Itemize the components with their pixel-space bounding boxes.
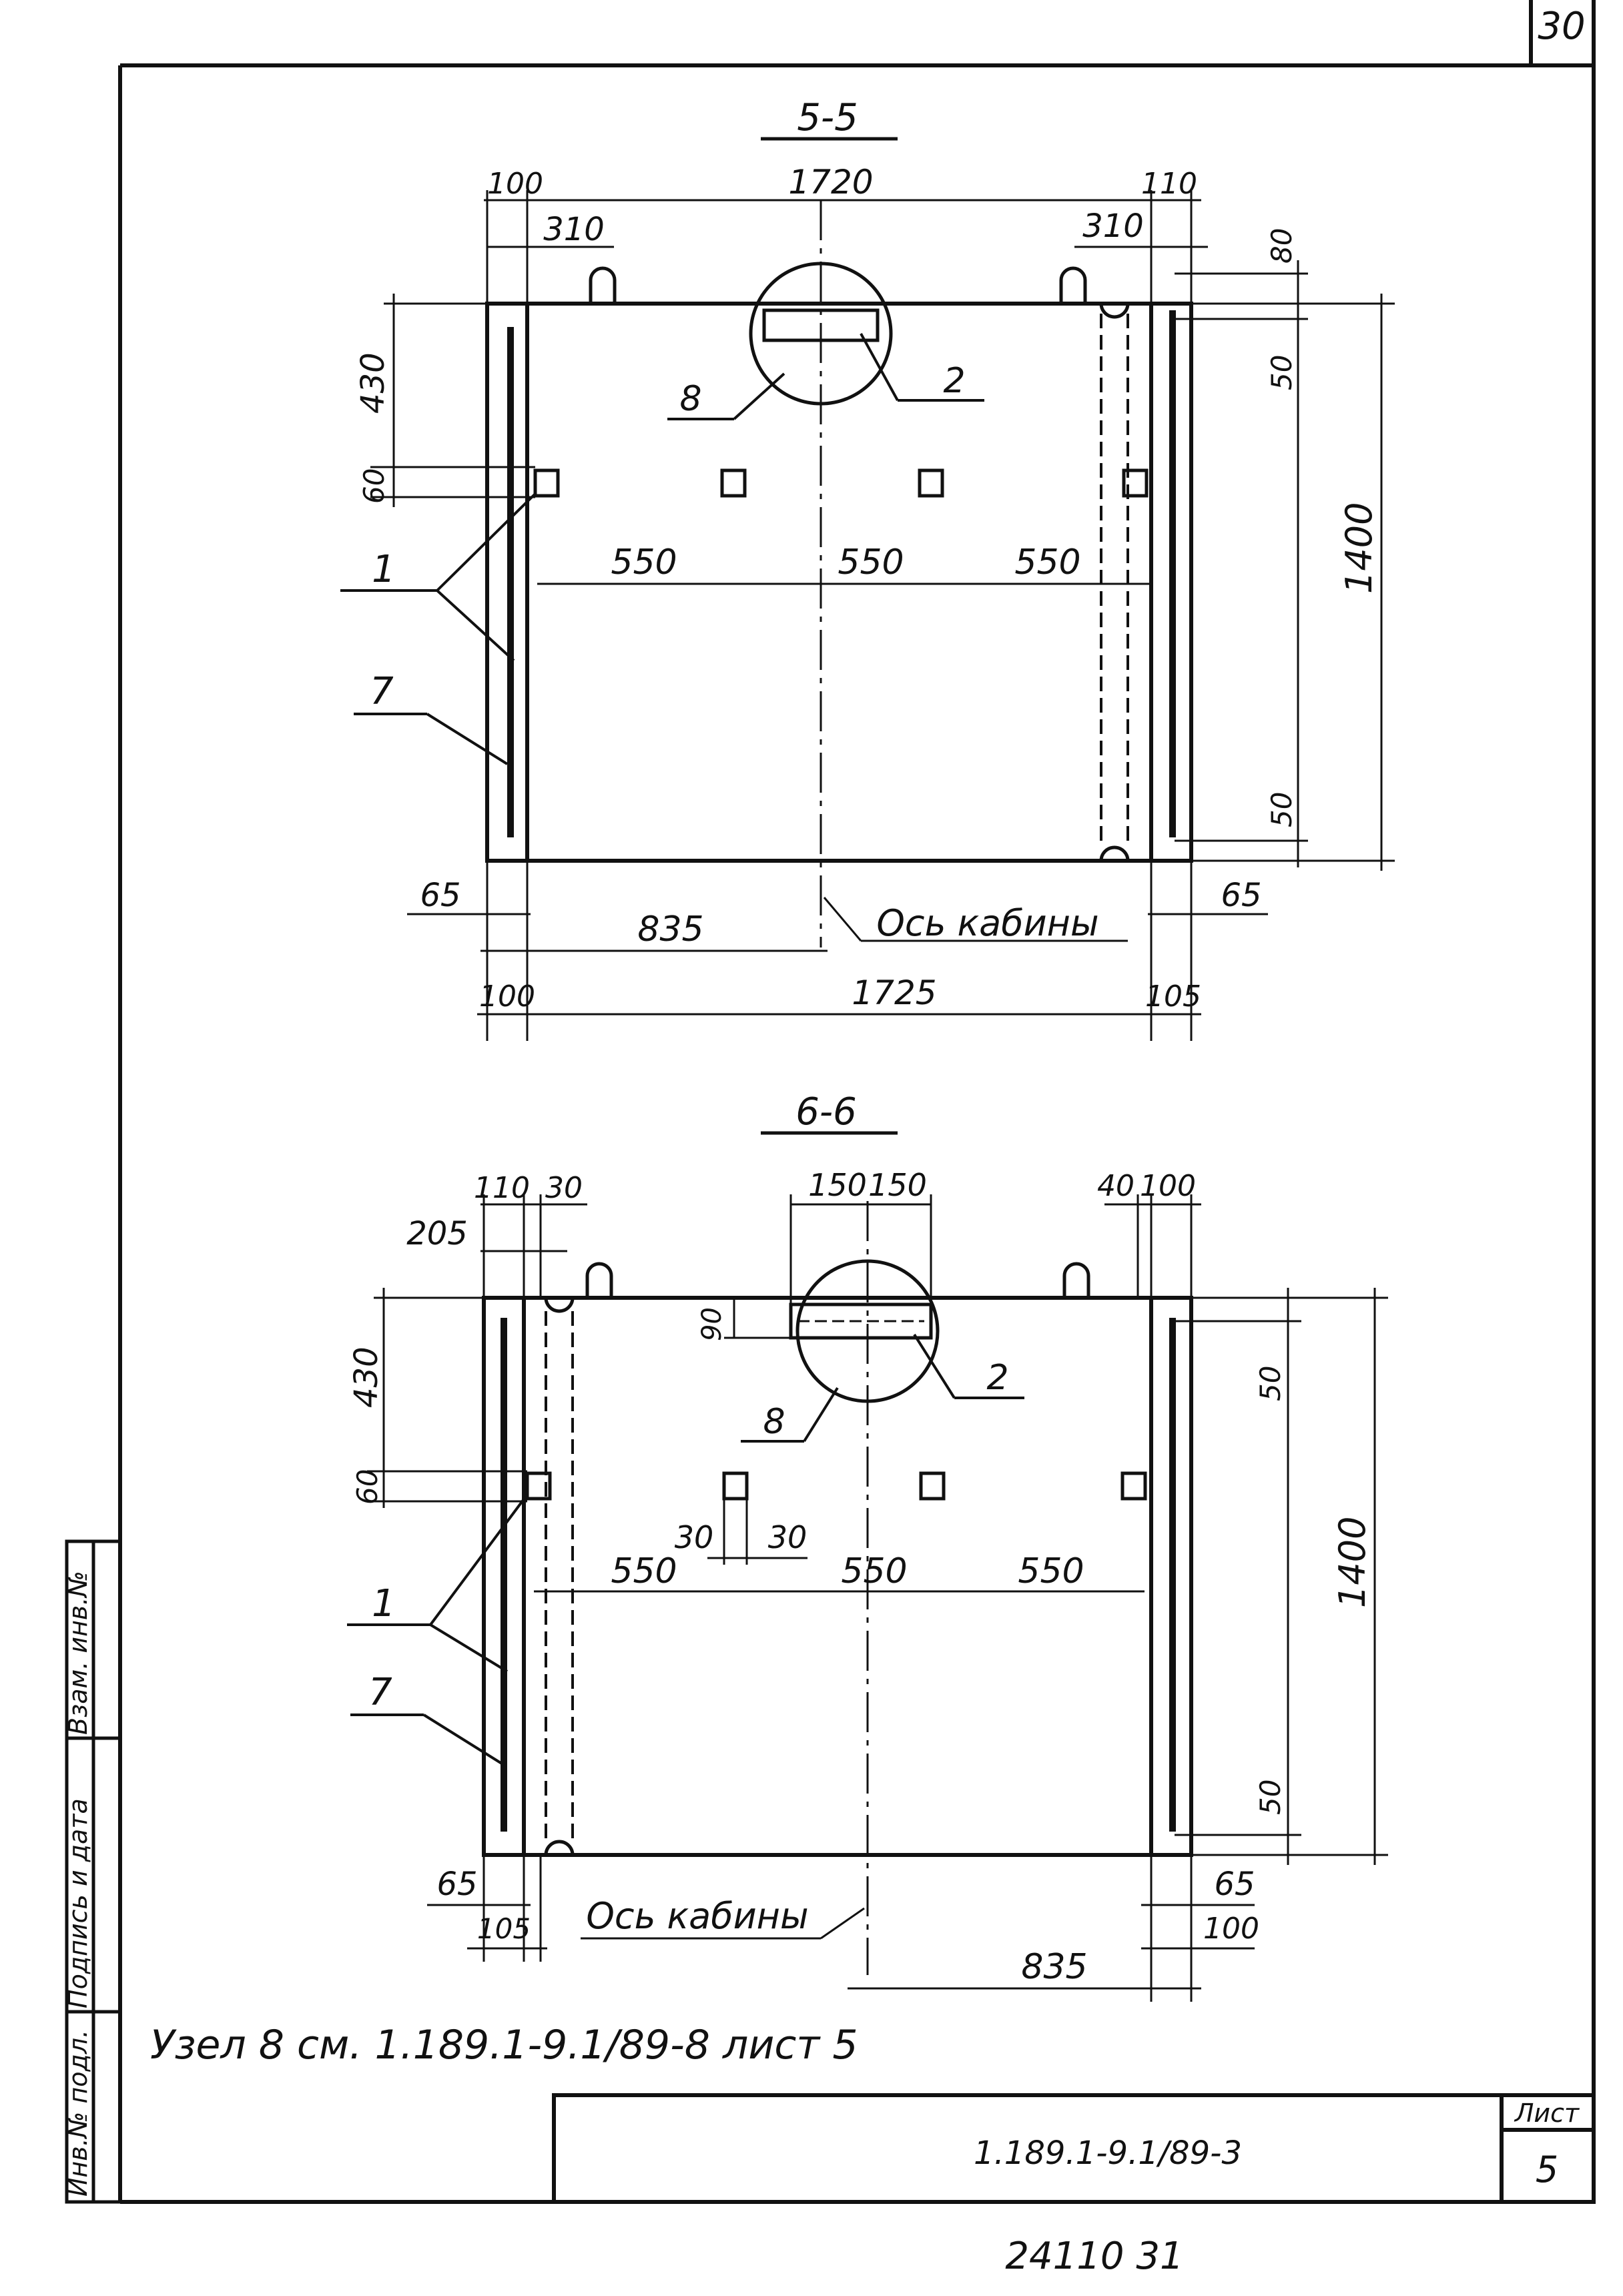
bottom-number: 24110 31 (1005, 2235, 1183, 2278)
dim-50-bottom: 50 (1254, 1780, 1287, 1815)
dim-40: 40 (1097, 1169, 1134, 1203)
dim-550-a: 550 (611, 542, 677, 583)
right-dimension-lines (1175, 1288, 1388, 1865)
dim-100: 100 (1140, 1169, 1196, 1203)
dim-310-right: 310 (1082, 208, 1144, 245)
right-dimension-lines (1175, 260, 1395, 871)
bottom-dimension-lines (407, 861, 1268, 1041)
callout-1: 1 (372, 1582, 396, 1625)
dim-550-a: 550 (611, 1551, 677, 1591)
dim-1720: 1720 (788, 163, 873, 202)
embedded-plates (533, 468, 1149, 498)
callout-leaders (340, 333, 984, 765)
title-sheet-number: 5 (1536, 2149, 1558, 2191)
callout-1: 1 (372, 548, 396, 591)
title-sheet-label: Лист (1514, 2098, 1580, 2128)
dim-150-a: 150 (808, 1167, 867, 1203)
dim-65-left: 65 (436, 1866, 477, 1903)
dim-310-left: 310 (543, 211, 605, 248)
dim-1400: 1400 (1331, 1517, 1373, 1608)
axis-label: Ось кабины (586, 1895, 808, 1937)
dim-100: 100 (487, 167, 543, 201)
hidden-channel (545, 1311, 574, 1842)
dim-50-top: 50 (1254, 1366, 1287, 1401)
dim-550-b: 550 (841, 1551, 907, 1591)
dim-1725: 1725 (852, 974, 936, 1012)
side-label-replacement: Взам. инв.№ (63, 1571, 93, 1735)
bottom-dimension-lines (427, 1855, 1255, 2002)
dim-50-top: 50 (1265, 355, 1298, 390)
dim-105: 105 (477, 1912, 531, 1945)
callout-7: 7 (368, 1671, 392, 1714)
lifting-loop-right (1059, 266, 1087, 304)
callout-8: 8 (763, 1402, 785, 1442)
lifting-loop-right (1062, 1262, 1090, 1298)
dim-60: 60 (358, 468, 390, 504)
dim-30-b: 30 (768, 1519, 807, 1555)
dim-65-right: 65 (1214, 1866, 1255, 1903)
mid-dimension-lines (534, 1499, 1145, 1593)
dim-30: 30 (545, 1171, 583, 1205)
dim-50-bottom: 50 (1265, 792, 1298, 827)
title-block (552, 2093, 1596, 2204)
dim-105: 105 (1145, 980, 1201, 1014)
side-label-signature: Подпись и дата (63, 1798, 93, 2008)
dim-90: 90 (697, 1307, 727, 1341)
lifting-loop-left (585, 1262, 613, 1298)
dim-100-bottom: 100 (479, 980, 535, 1014)
section-outline (482, 1296, 1193, 1857)
top-dimension-lines (480, 1194, 1201, 1339)
callout-8: 8 (679, 379, 701, 419)
node-8-detail (789, 1302, 933, 1340)
dim-110: 110 (474, 1171, 530, 1205)
channel-bottom-cut (1099, 845, 1130, 861)
callout-leaders (347, 1333, 1024, 1766)
section-6-6: 6-6 (347, 1090, 1388, 2002)
channel-bottom-cut (544, 1840, 575, 1856)
side-stamp-box (65, 1539, 122, 2204)
hidden-channel (1100, 314, 1129, 847)
corner-sheet-number: 30 (1538, 5, 1585, 48)
lifting-loop-left (589, 266, 617, 304)
dim-205: 205 (406, 1215, 468, 1252)
sheet-frame (118, 0, 1596, 2204)
dim-430: 430 (354, 352, 392, 414)
top-dimension-lines (484, 190, 1208, 304)
dim-30-a: 30 (675, 1519, 714, 1555)
channel-top-cut (544, 1297, 575, 1313)
left-dimension-lines (367, 1288, 527, 1508)
side-label-inventory: Инв.№ подл. (63, 2030, 93, 2197)
axis-label: Ось кабины (876, 902, 1098, 944)
section-title: 5-5 (797, 96, 858, 139)
section-title: 6-6 (795, 1090, 856, 1134)
dim-550-c: 550 (1018, 1551, 1084, 1591)
dim-550-b: 550 (838, 542, 904, 583)
dim-100-bottom: 100 (1203, 1912, 1259, 1946)
dim-60: 60 (351, 1469, 384, 1505)
callout-2: 2 (943, 361, 965, 401)
dim-65-right: 65 (1221, 877, 1261, 914)
dim-1400: 1400 (1338, 502, 1380, 594)
dim-65-left: 65 (420, 877, 460, 914)
section-5-5: 5-5 (340, 96, 1395, 1041)
channel-top-cut (1099, 303, 1130, 319)
dim-150-b: 150 (868, 1167, 927, 1203)
document-code: 1.189.1-9.1/89-3 (974, 2135, 1242, 2172)
callout-7: 7 (370, 670, 394, 713)
left-dimension-lines (370, 294, 535, 507)
callout-2: 2 (986, 1358, 1008, 1398)
dim-835: 835 (637, 909, 703, 949)
dim-550-c: 550 (1014, 542, 1080, 583)
dim-80: 80 (1265, 228, 1298, 264)
node-reference-note: Узел 8 см. 1.189.1-9.1/89-8 лист 5 (150, 2022, 858, 2068)
embedded-plates (525, 1471, 1147, 1501)
dim-835: 835 (1021, 1947, 1087, 1987)
dim-110: 110 (1141, 167, 1197, 201)
dim-430: 430 (348, 1347, 385, 1408)
